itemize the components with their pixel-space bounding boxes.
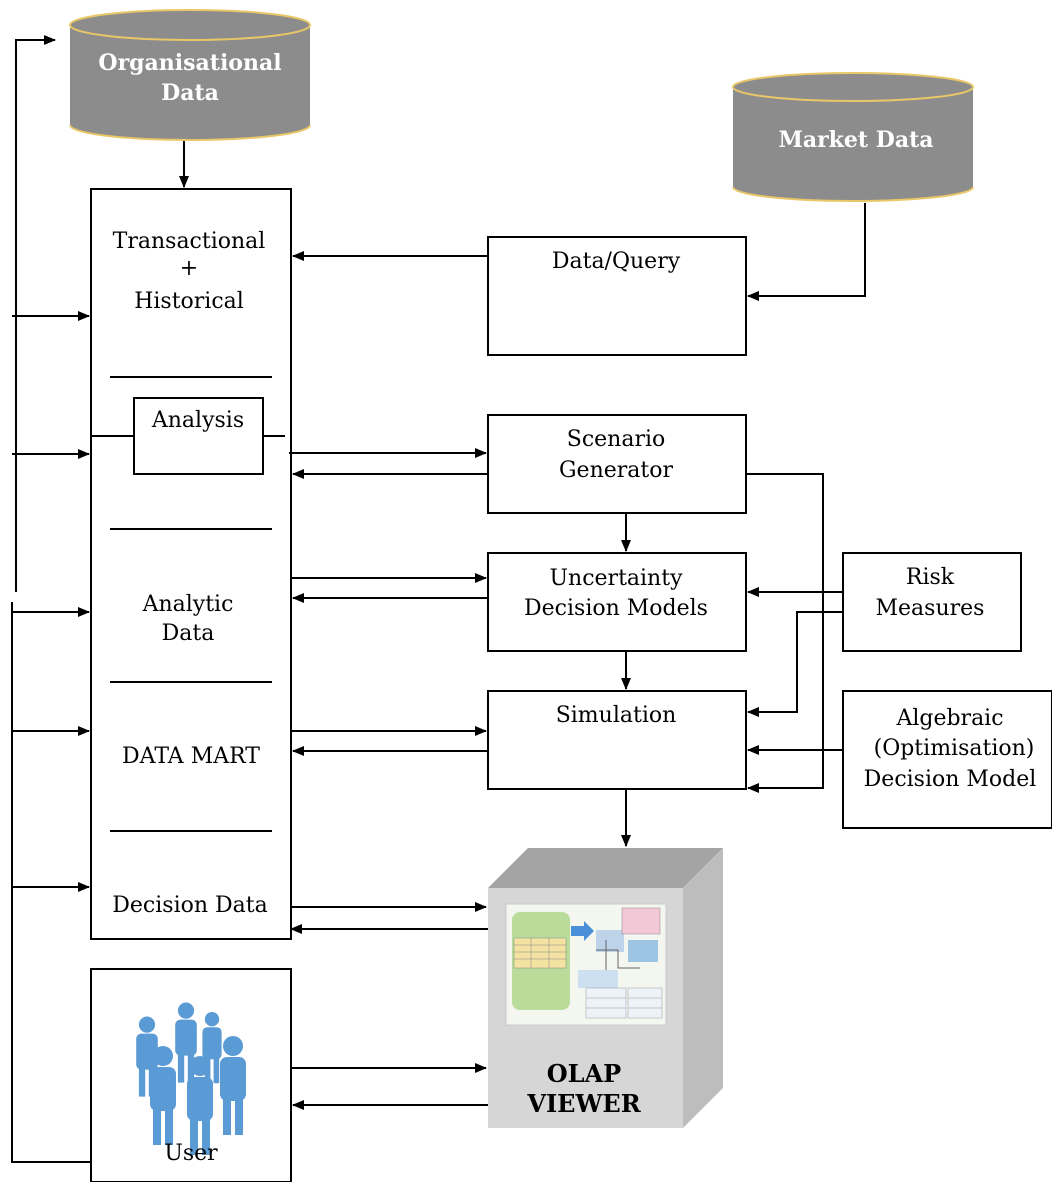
viewer-label: VIEWER [526,1089,641,1118]
simulation-label: Simulation [556,703,677,728]
generator-label: Generator [559,458,674,483]
user-box: User [90,968,292,1182]
measures-label: Measures [876,596,985,621]
organisational-data-label-line2: Data [161,80,219,106]
algebraic-label: Algebraic [895,706,1003,731]
market-data-label: Market Data [778,127,933,153]
olap-label: OLAP [547,1059,621,1088]
decision-model-label: Decision Model [864,767,1037,792]
user-label: User [164,1141,218,1166]
analysis-box [133,397,264,475]
transactional-label: Transactional [113,229,266,254]
analytic-label: Analytic [142,592,234,617]
uncertainty-label: Uncertainty [550,566,684,591]
algebraic-model-box: Algebraic (Optimisation) Decision Model [842,690,1052,829]
users-group-icon [136,1002,246,1155]
uncertainty-models-box: Uncertainty Decision Models [487,552,747,652]
data-query-box: Data/Query [487,236,747,356]
organisational-data-database: Organisational Data [69,9,311,141]
analytic-data-label: Data [162,621,215,646]
olap-screenshot-thumbnail [505,903,667,1026]
organisational-data-label-line1: Organisational [98,50,281,76]
data-query-label: Data/Query [552,249,681,274]
analysis-label: Analysis [151,408,244,433]
decision-models-label: Decision Models [524,596,708,621]
scenario-generator-box: Scenario Generator [487,414,747,514]
risk-label: Risk [906,565,955,590]
decision-data-label: Decision Data [112,893,267,918]
data-mart-label: DATA MART [122,744,260,769]
market-data-database: Market Data [732,72,974,202]
simulation-box: Simulation [487,690,747,790]
plus-label: + [180,256,198,281]
connectors [11,35,866,1163]
warehouse-column: Transactional + Historical Analysis Anal… [90,188,292,940]
scenario-label: Scenario [567,427,666,452]
optimisation-label: (Optimisation) [874,736,1035,761]
risk-measures-box: Risk Measures [842,552,1022,652]
olap-viewer-cube: OLAP VIEWER [488,848,723,1128]
historical-label: Historical [134,289,244,314]
